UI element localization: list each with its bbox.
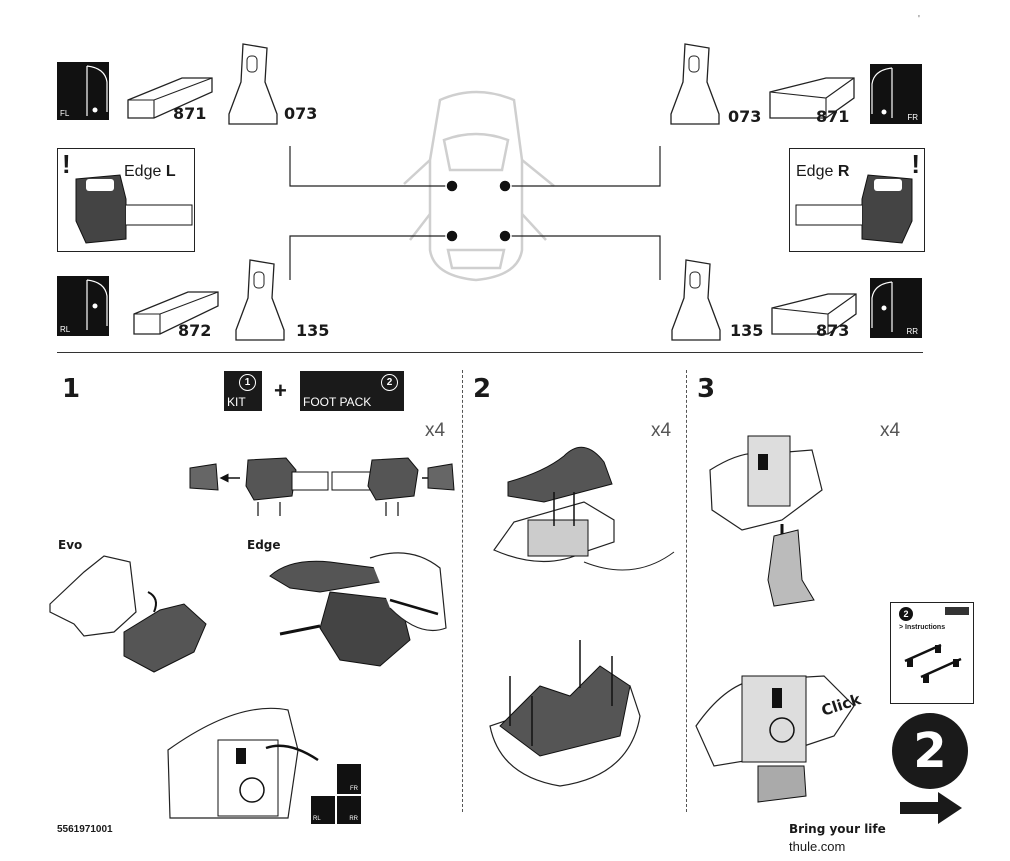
brand-url[interactable]: thule.com [789,839,846,854]
evo-label: Evo [58,538,83,552]
foot-mount-illustration [167,707,319,819]
foot-872-icon [133,291,219,335]
fl-pad-code: 073 [284,104,318,123]
instructions-booklet: 2 > Instructions [890,602,974,704]
pad-135-icon [235,259,285,341]
step-divider-1 [462,370,463,812]
car-corner-icon [86,279,108,330]
kit-box: 1 KIT [224,371,262,411]
leader-lines [289,146,661,280]
car-top-view-icon [403,90,555,282]
rr-foot-code: 873 [816,321,850,340]
booklet-number: 2 [899,607,913,621]
mini-rr-label: RR [349,816,358,822]
next-arrow-icon[interactable] [900,790,964,826]
rr-pad-code: 135 [730,321,764,340]
step-2-multiplier: x4 [651,420,672,441]
mount-point-markers [445,179,512,243]
evo-foot-illustration [49,555,207,673]
edge-right-panel: ! Edge R [789,148,925,252]
booklet-title: > Instructions [899,624,946,631]
roof-bars-icon [904,643,962,683]
section-divider [57,352,923,353]
car-corner-icon [871,67,893,118]
pad-fitting-illustration [493,446,675,571]
step-1-number: 1 [62,374,81,404]
edge-left-side: L [165,163,176,180]
corner-mark: ' [918,14,920,25]
foot-pack-box: 2 FOOT PACK [300,371,404,411]
foot-disassembly-illustration [189,457,455,516]
kit-number: 1 [239,374,256,391]
position-fl-thumbnail: FL [57,62,109,120]
rl-pad-code: 135 [296,321,330,340]
brand-slogan: Bring your life [789,822,886,836]
step-divider-2 [686,370,687,812]
pad-073-right-icon [670,43,720,125]
mini-position-map: FR RL RR [311,764,361,824]
foot-873-icon [771,293,857,335]
next-page-badge[interactable]: 2 [892,713,968,789]
edge-foot-left-icon [75,174,193,244]
alert-icon: ! [62,149,71,179]
edge-label: Edge [247,538,281,552]
edge-foot-right-icon [795,174,913,244]
car-overview-diagram [289,90,661,282]
pad-135-right-icon [671,259,721,341]
position-rr-thumbnail: RR [870,278,922,338]
fl-foot-code: 871 [173,104,207,123]
step-2-number: 2 [473,374,492,404]
foot-871-right-icon [769,77,855,119]
position-rl-thumbnail: RL [57,276,109,336]
edge-left-panel: ! Edge L [57,148,195,252]
car-corner-icon [86,65,108,116]
pad-press-illustration [489,640,641,787]
foot-pack-label: FOOT PACK [303,395,372,409]
kit-label: KIT [227,395,246,409]
pad-attach-illustration [709,435,823,607]
document-number: 5561971001 [57,824,113,835]
step-1-multiplier: x4 [425,420,446,441]
position-fr-thumbnail: FR [870,64,922,124]
edge-left-prefix: Edge [124,163,162,180]
edge-foot-hand-illustration [269,552,447,667]
car-corner-icon [871,281,893,332]
mini-rl-label: RL [313,816,321,822]
edge-right-side: R [837,163,850,180]
fr-pad-code: 073 [728,107,762,126]
pad-click-illustration [695,675,855,803]
pad-073-icon [228,43,278,125]
mini-fr-label: FR [350,786,358,792]
fr-foot-code: 871 [816,107,850,126]
plus-sign: + [274,378,287,403]
edge-right-prefix: Edge [796,163,834,180]
foot-871-icon [127,77,213,119]
step-3-number: 3 [697,374,716,404]
step-3-multiplier: x4 [880,420,901,441]
thule-logo-icon [945,607,969,615]
alert-icon: ! [911,149,920,179]
foot-pack-number: 2 [381,374,398,391]
rl-foot-code: 872 [178,321,212,340]
